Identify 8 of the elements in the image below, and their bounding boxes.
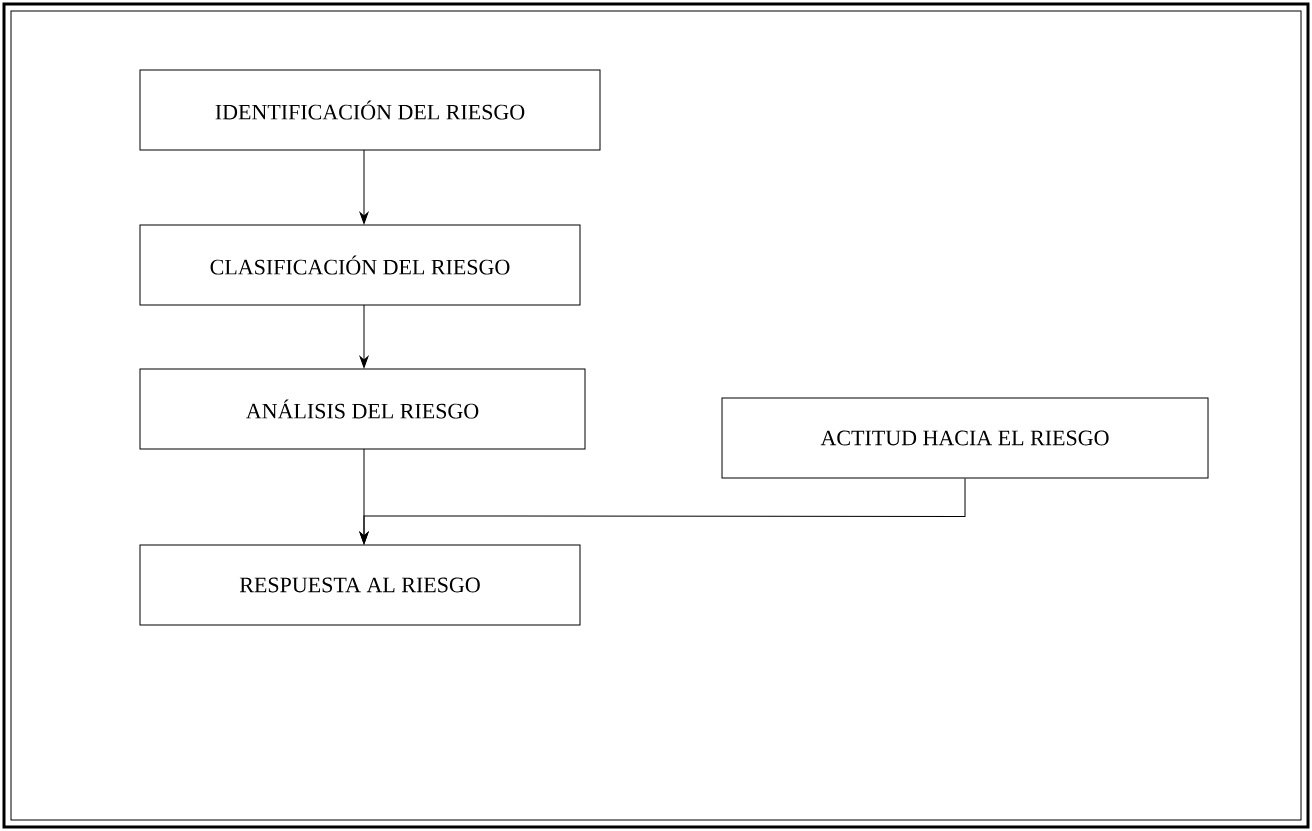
arrow [359,149,369,224]
process-box: IDENTIFICACIÓN DEL RIESGO [139,69,601,151]
arrow [359,478,966,544]
process-box: ACTITUD HACIA EL RIESGO [721,397,1209,479]
process-box: ANÁLISIS DEL RIESGO [139,368,586,450]
process-box: CLASIFICACIÓN DEL RIESGO [139,224,581,306]
process-box: RESPUESTA AL RIESGO [139,544,581,626]
arrow [359,304,369,368]
